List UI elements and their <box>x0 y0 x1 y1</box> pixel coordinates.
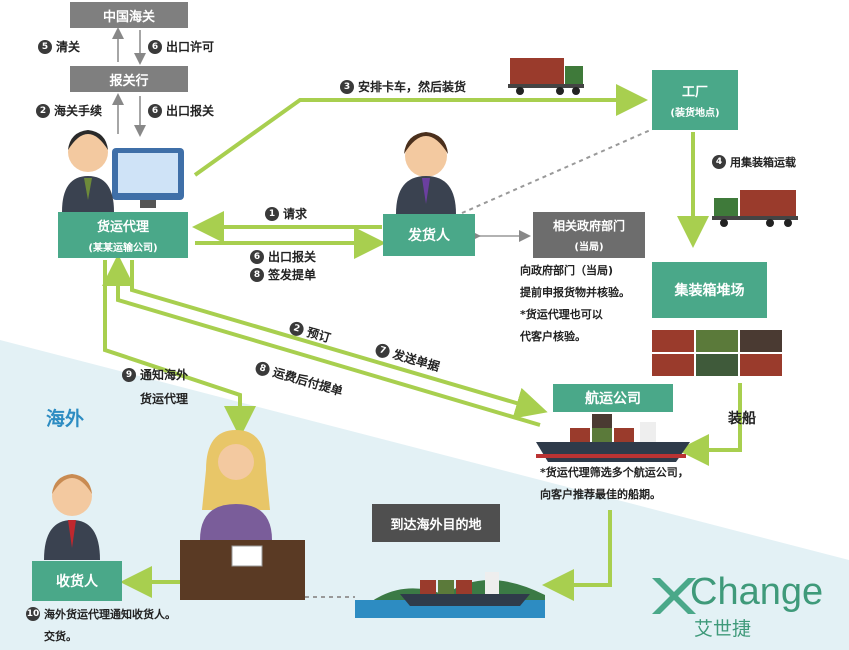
gov-note-line-1: 向政府部门（当局) <box>520 264 614 277</box>
container-yard-label: 集装箱堆场 <box>674 283 745 299</box>
step-6-export-permit: 6 出口许可 <box>148 38 214 55</box>
harbor-scene-illustration <box>355 572 545 618</box>
step-1-text: 请求 <box>283 207 308 221</box>
overseas-region-label: 海外 <box>46 408 85 430</box>
step-1-number: 1 <box>265 206 279 221</box>
step-4-number: 4 <box>712 155 726 169</box>
china-customs-box: 中国海关 <box>70 2 188 28</box>
step-9-number: 9 <box>122 367 136 382</box>
logo-brand: Change <box>690 571 824 613</box>
forwarder-illustration <box>62 130 184 212</box>
consignee-box: 收货人 <box>32 561 122 601</box>
step-6c-text: 出口报关 <box>268 250 317 264</box>
step-3-text: 安排卡车，然后装货 <box>358 80 467 94</box>
forwarder-subtitle: (某某运输公司) <box>88 243 158 254</box>
step-2b-number: 2 <box>288 319 306 338</box>
shipper-box: 发货人 <box>383 214 475 256</box>
consignee-label: 收货人 <box>56 574 98 590</box>
forwarder-title: 货运代理 <box>96 220 149 235</box>
step-2-customs-proc: 2 海关手续 <box>36 102 102 119</box>
gov-box: 相关政府部门 (当局) <box>533 212 645 258</box>
shipping-company-label: 航运公司 <box>585 391 641 407</box>
arrive-label: 到达海外目的地 <box>390 517 482 533</box>
arrow-loading <box>677 383 742 466</box>
factory-box: 工厂 (装货地点) <box>652 70 738 130</box>
step-5-number: 5 <box>38 39 52 54</box>
container-yard-box: 集装箱堆场 <box>652 262 767 318</box>
gov-note: 向政府部门（当局) 提前申报货物并核验。 *货运代理也可以 代客户核验。 <box>520 260 630 348</box>
step-6-number: 6 <box>148 39 162 54</box>
shipping-note: *货运代理筛选多个航运公司， 向客户推荐最佳的船期。 <box>540 462 689 506</box>
loading-text: 装船 <box>728 411 756 427</box>
shipping-note-line-1: *货运代理筛选多个航运公司， <box>540 466 689 479</box>
logo-cn: 艾世捷 <box>694 618 752 640</box>
truck-illustration-2 <box>712 190 798 227</box>
shipping-note-line-2: 向客户推荐最佳的船期。 <box>540 488 661 501</box>
container-stack-illustration <box>652 330 782 376</box>
arrow-truck <box>193 84 648 177</box>
step-9-notify: 9 通知海外 <box>122 366 188 383</box>
overseas-agent-illustration <box>180 430 305 600</box>
gov-subtitle: (当局) <box>574 242 604 253</box>
arrive-box: 到达海外目的地 <box>372 504 500 542</box>
step-7-number: 7 <box>374 341 392 360</box>
arrow-freight-collect <box>102 254 541 427</box>
step-8-number: 8 <box>250 267 264 282</box>
step-5-text: 清关 <box>56 40 81 54</box>
shipper-illustration <box>396 132 456 214</box>
forwarder-box: 货运代理 (某某运输公司) <box>58 212 188 258</box>
step-6b-text: 出口报关 <box>166 104 215 118</box>
truck-illustration-1 <box>508 58 584 95</box>
gov-note-line-2: 提前申报货物并核验。 <box>520 286 630 299</box>
shipping-company-box: 航运公司 <box>553 384 673 412</box>
step-2-text: 海关手续 <box>54 104 103 118</box>
step-10-text: 海外货运代理通知收货人。 <box>44 608 176 621</box>
step-10-number: 10 <box>26 607 40 621</box>
gov-note-line-4: 代客户核验。 <box>520 330 586 343</box>
step-10-text-2: 交货。 <box>44 630 77 643</box>
step-4-container: 4 用集装箱运载 <box>712 154 796 170</box>
step-10-note: 10 海外货运代理通知收货人。 <box>26 606 176 622</box>
company-logo: Change 艾世捷 <box>690 572 823 641</box>
step-6-export-decl2: 6 出口报关 <box>250 248 316 265</box>
step-6b-number: 6 <box>148 103 162 118</box>
shipper-label: 发货人 <box>408 228 450 244</box>
step-8-text: 签发提单 <box>268 268 317 282</box>
gov-note-line-3: *货运代理也可以 <box>520 308 603 321</box>
step-3-number: 3 <box>340 79 354 94</box>
arrow-notify <box>103 260 256 438</box>
arrow-arrive <box>542 510 612 601</box>
loading-label: 装船 <box>728 408 756 428</box>
step-8b-number: 8 <box>254 359 272 378</box>
step-10-note-line2: 交货。 <box>44 628 77 644</box>
step-8-bl: 8 签发提单 <box>250 266 316 283</box>
customs-broker-label: 报关行 <box>109 73 149 89</box>
step-3-truck: 3 安排卡车，然后装货 <box>340 78 466 95</box>
gov-title: 相关政府部门 <box>552 219 625 233</box>
customs-broker-box: 报关行 <box>70 66 188 92</box>
factory-title: 工厂 <box>681 85 708 100</box>
step-6-text: 出口许可 <box>166 40 215 54</box>
consignee-illustration <box>44 474 100 560</box>
step-6c-number: 6 <box>250 249 264 264</box>
step-2-number: 2 <box>36 103 50 118</box>
step-4-text: 用集装箱运载 <box>730 156 796 169</box>
step-1-request: 1 请求 <box>265 205 307 222</box>
dashed-link-shipper-factory <box>461 127 656 214</box>
logo-mark <box>652 578 696 614</box>
step-6-export-decl: 6 出口报关 <box>148 102 214 119</box>
factory-subtitle: (装货地点) <box>670 108 720 119</box>
step-9-text: 通知海外 <box>140 368 189 382</box>
step-5-clearance: 5 清关 <box>38 38 80 55</box>
china-customs-label: 中国海关 <box>102 9 155 25</box>
cargo-ship-illustration <box>536 414 690 462</box>
step-9-text-2: 货运代理 <box>140 392 189 406</box>
step-9-notify-line2: 货运代理 <box>140 390 188 407</box>
